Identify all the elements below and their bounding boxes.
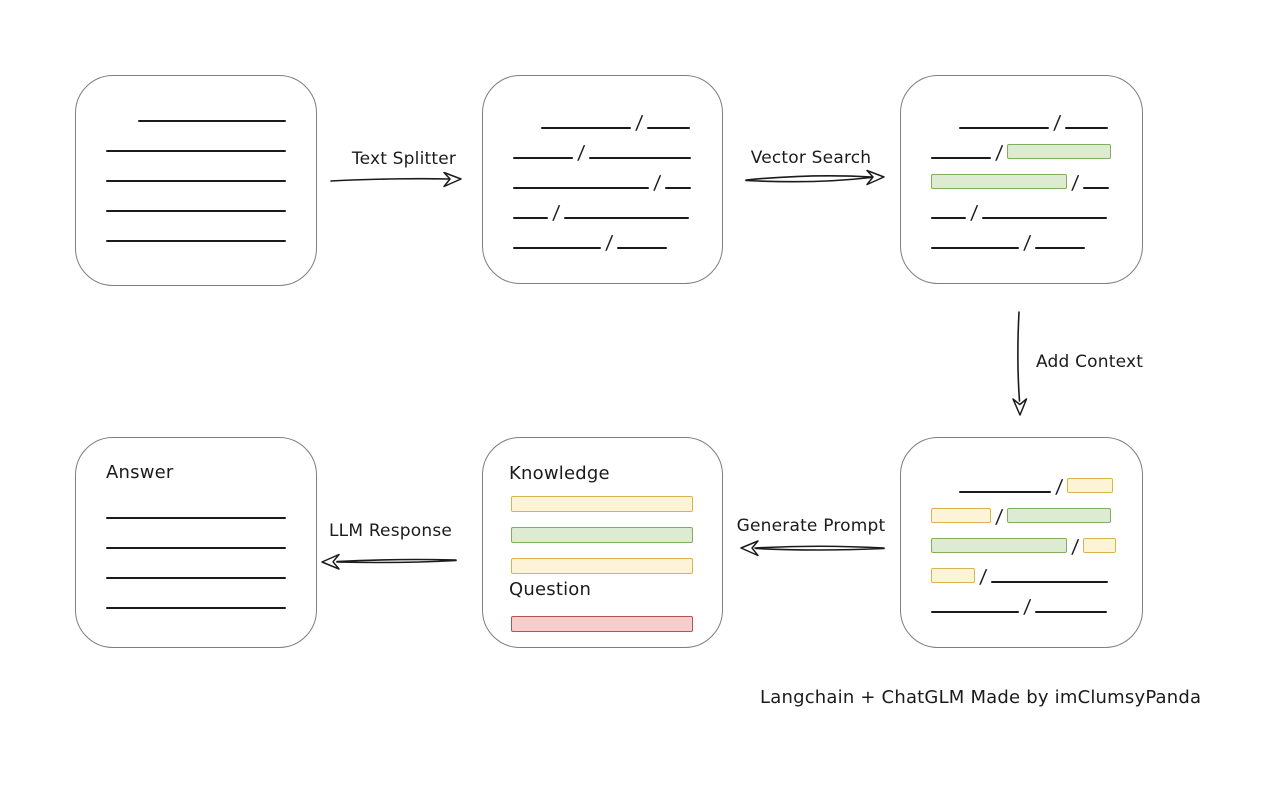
chunk-row: / xyxy=(931,129,1142,164)
generate-prompt-label: Generate Prompt xyxy=(736,516,886,536)
text-line xyxy=(1065,127,1109,129)
document-lines xyxy=(76,76,316,242)
question-chip xyxy=(511,616,693,632)
chunk-row: / xyxy=(931,189,1142,224)
text-line xyxy=(106,240,286,242)
yellow-highlight-chip xyxy=(1083,538,1117,553)
chunk-row xyxy=(106,92,316,122)
chunk-row: / xyxy=(931,553,1142,588)
question-label: Question xyxy=(509,579,592,600)
yellow-bar xyxy=(511,558,693,574)
answer-box: Answer xyxy=(75,437,317,648)
chunk-row xyxy=(106,579,316,609)
chunk-row xyxy=(106,549,316,579)
yellow-highlight-chip xyxy=(931,568,975,583)
text-line xyxy=(931,247,1019,249)
chunk-row: / xyxy=(931,219,1142,254)
chunk-row xyxy=(106,212,316,242)
yellow-highlight-chip xyxy=(931,508,991,523)
add-context-arrow-icon xyxy=(1012,311,1028,416)
text-line xyxy=(647,127,691,129)
chunk-row: / xyxy=(513,99,722,134)
prompt-box: Knowledge Question xyxy=(482,437,723,648)
chunk-row: / xyxy=(931,583,1142,618)
text-line xyxy=(106,607,286,609)
chunk-row: / xyxy=(931,523,1142,558)
chunk-row: / xyxy=(931,99,1142,134)
text-line xyxy=(1083,187,1110,189)
chunk-row: / xyxy=(513,129,722,164)
text-line xyxy=(106,517,286,519)
text-line xyxy=(959,491,1051,493)
llm-response-arrow-icon xyxy=(321,553,457,570)
llm-response-label: LLM Response xyxy=(329,521,453,541)
text-line xyxy=(106,577,286,579)
slash-separator: / xyxy=(1022,232,1032,254)
chunk-row xyxy=(106,489,316,519)
matched-chunks-box: ///// xyxy=(900,75,1143,284)
text-line xyxy=(513,247,601,249)
text-line xyxy=(589,157,692,159)
text-line xyxy=(513,217,548,219)
chunk-row xyxy=(106,152,316,182)
knowledge-label: Knowledge xyxy=(509,463,610,484)
matched-chunk-lines: ///// xyxy=(901,76,1142,254)
chunk-row: / xyxy=(931,493,1142,528)
answer-label: Answer xyxy=(106,462,174,483)
green-highlight-chip xyxy=(1007,144,1112,159)
add-context-label: Add Context xyxy=(1036,352,1144,372)
text-line xyxy=(564,217,690,219)
slash-separator: / xyxy=(1022,596,1032,618)
text-line xyxy=(541,127,631,129)
context-chunks-box: ///// xyxy=(900,437,1143,648)
text-line xyxy=(513,187,649,189)
text-line xyxy=(138,120,286,122)
text-line xyxy=(106,210,286,212)
text-line xyxy=(991,581,1109,583)
credit-caption: Langchain + ChatGLM Made by imClumsyPand… xyxy=(760,687,1202,708)
text-line xyxy=(106,180,286,182)
text-line xyxy=(617,247,668,249)
green-highlight-chip xyxy=(1007,508,1112,523)
chunk-row: / xyxy=(931,463,1142,498)
text-line xyxy=(982,217,1108,219)
chunk-row: / xyxy=(931,159,1142,194)
chunk-row: / xyxy=(513,159,722,194)
text-line xyxy=(106,150,286,152)
text-splitter-label: Text Splitter xyxy=(351,149,457,169)
text-line xyxy=(513,157,573,159)
knowledge-chips xyxy=(511,496,693,574)
chunk-row xyxy=(106,519,316,549)
text-line xyxy=(106,547,286,549)
slash-separator: / xyxy=(604,232,614,254)
vector-search-arrow-icon xyxy=(745,169,885,186)
yellow-highlight-chip xyxy=(1067,478,1114,493)
split-chunks-box: ///// xyxy=(482,75,723,284)
text-line xyxy=(959,127,1049,129)
chunk-row xyxy=(106,182,316,212)
chunk-lines: ///// xyxy=(483,76,722,254)
vector-search-label: Vector Search xyxy=(750,148,872,168)
chunk-row: / xyxy=(513,219,722,254)
green-bar xyxy=(511,527,693,543)
chunk-row xyxy=(106,122,316,152)
text-splitter-arrow-icon xyxy=(330,171,462,188)
text-line xyxy=(931,217,966,219)
text-line xyxy=(931,611,1019,613)
text-line xyxy=(1035,247,1086,249)
text-line xyxy=(1035,611,1108,613)
answer-lines xyxy=(76,438,316,609)
text-line xyxy=(931,157,991,159)
green-highlight-chip xyxy=(931,538,1067,553)
generate-prompt-arrow-icon xyxy=(740,540,885,557)
source-document-box xyxy=(75,75,317,286)
red-bar xyxy=(511,616,693,632)
yellow-bar xyxy=(511,496,693,512)
context-chunk-lines: ///// xyxy=(901,438,1142,618)
chunk-row: / xyxy=(513,189,722,224)
green-highlight-chip xyxy=(931,174,1067,189)
text-line xyxy=(665,187,692,189)
